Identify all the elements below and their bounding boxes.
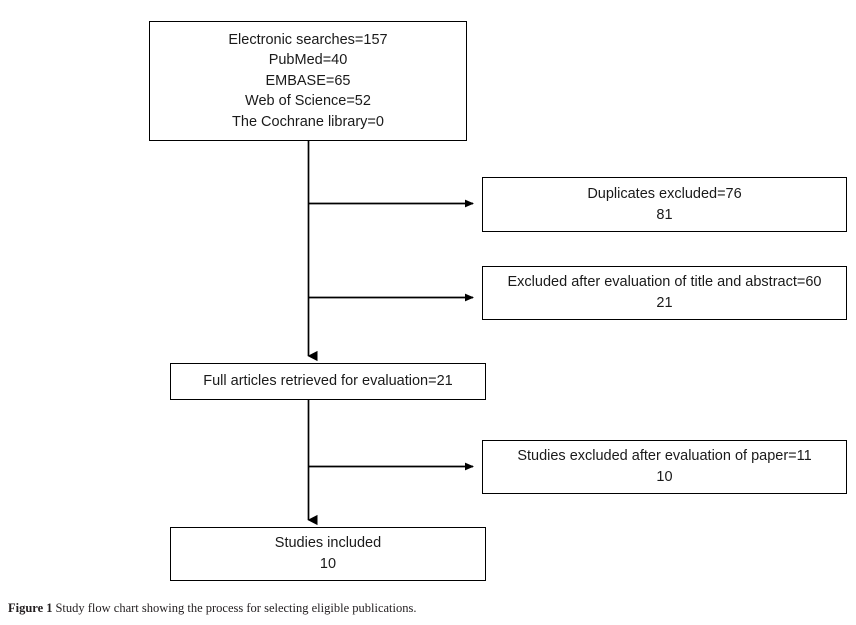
node-line: Studies included [274,535,382,552]
node-duplicates-excluded: Duplicates excluded=76 81 [482,177,847,232]
node-line: 10 [319,556,337,572]
node-full-articles-retrieved: Full articles retrieved for evaluation=2… [170,363,486,400]
figure-caption-text: Study flow chart showing the process for… [55,601,417,615]
node-line: Electronic searches=157 [228,31,388,48]
figure-caption-number: 1 [46,601,53,615]
node-line: Studies excluded after evaluation of pap… [517,448,812,465]
figure-caption-label: Figure [8,601,44,615]
node-line: Excluded after evaluation of title and a… [507,274,822,291]
node-studies-excluded-after-paper: Studies excluded after evaluation of pap… [482,440,847,494]
node-line: The Cochrane library=0 [232,113,384,130]
node-line: Duplicates excluded=76 [587,185,742,202]
node-line: PubMed=40 [268,52,348,69]
node-line: Web of Science=52 [245,93,371,110]
node-line: Full articles retrieved for evaluation=2… [203,373,453,390]
node-line: 81 [656,206,673,223]
node-studies-included: Studies included 10 [170,527,486,581]
node-line: 10 [656,469,673,485]
node-electronic-searches: Electronic searches=157 PubMed=40 EMBASE… [149,21,467,141]
node-excluded-title-abstract: Excluded after evaluation of title and a… [482,266,847,320]
node-line: EMBASE=65 [265,72,351,89]
node-line: 21 [656,295,673,311]
